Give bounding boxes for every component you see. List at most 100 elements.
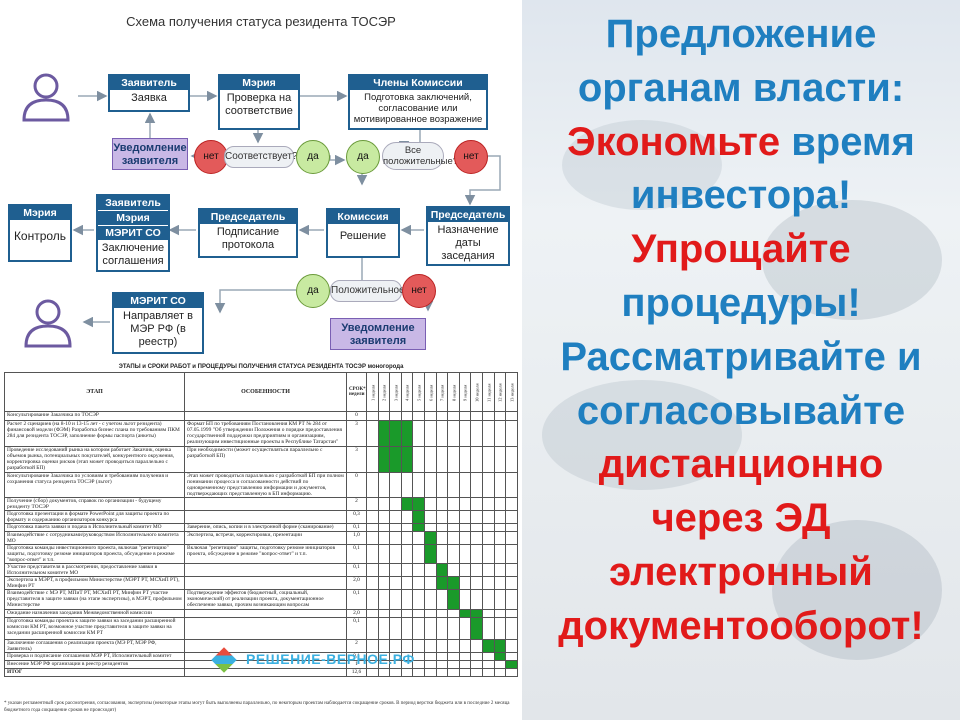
gantt-cell — [424, 523, 437, 532]
gantt-cell — [458, 497, 472, 511]
cell-term: 2,0 — [346, 609, 367, 618]
gantt-cell — [435, 420, 449, 447]
col-week: 13 неделя — [505, 372, 518, 412]
gantt-cell — [366, 668, 379, 677]
question-compliant: Соответствует? — [224, 146, 298, 168]
cell-stage: Подготовка пакета заявки и подача в Испо… — [4, 523, 185, 532]
gantt-cell — [493, 531, 507, 545]
cell-stage: Подготовка команды проекта к защите заяв… — [4, 617, 185, 640]
col-week: 1 неделя — [366, 372, 379, 412]
gantt-cell — [377, 446, 391, 473]
question-positive: Положительное? — [330, 280, 410, 302]
bg-photo-shape — [542, 380, 742, 490]
cell-features: Заверение, опись, копии и в электронной … — [184, 523, 347, 532]
table-row: Подготовка команды проекта к защите заяв… — [4, 617, 518, 640]
diagram-title: Схема получения статуса резидента ТОСЭР — [126, 14, 396, 29]
gantt-cell — [435, 544, 449, 564]
gantt-cell — [482, 531, 495, 545]
cell-stage: Взаимодействие с МЭ РТ, МПиТ РТ, МСХиП Р… — [4, 589, 185, 610]
cell-term: 0,1 — [346, 563, 367, 577]
table-row: Участие представителя в рассмотрении, пр… — [4, 563, 518, 577]
gantt-cell — [447, 576, 460, 590]
gantt-cell — [377, 411, 391, 421]
table-row: Подготовка команды инвестиционного проек… — [4, 544, 518, 564]
slogan-word: органам власти: — [577, 65, 905, 110]
gantt-cell — [447, 589, 460, 610]
gantt-cell — [400, 446, 414, 473]
gantt-cell — [482, 563, 495, 577]
gantt-cell — [400, 617, 414, 640]
slogan-line: согласовывайте — [522, 385, 960, 439]
table-row: Подготовка презентации в формате PowerPo… — [4, 510, 518, 524]
gantt-cell — [482, 609, 495, 618]
table-row: Экспертиза в МЭРТ, в профильном Министер… — [4, 576, 518, 590]
gantt-cell — [458, 472, 472, 498]
gantt-cell — [493, 523, 507, 532]
slogan-line: дистанционно — [522, 438, 960, 492]
gantt-cell — [458, 563, 472, 577]
gantt-cell — [470, 497, 484, 511]
gantt-cell — [482, 472, 495, 498]
gantt-cell — [470, 589, 484, 610]
gantt-cell — [377, 523, 391, 532]
gantt-cell — [470, 563, 484, 577]
gantt-cell — [482, 668, 495, 677]
gantt-cell — [470, 652, 484, 661]
gantt-cell — [424, 531, 437, 545]
box-mayor-check: Мэрия Проверка на соответствие — [218, 74, 300, 130]
gantt-cell — [482, 617, 495, 640]
gantt-cell — [377, 544, 391, 564]
gantt-cell — [458, 531, 472, 545]
gantt-cell — [412, 446, 426, 473]
cell-stage: Участие представителя в рассмотрении, пр… — [4, 563, 185, 577]
gantt-cell — [400, 589, 414, 610]
slogan-line: Рассматривайте и — [522, 331, 960, 385]
box-chairman-date: Председатель Назначение даты заседания — [426, 206, 510, 266]
left-panel: Схема получения статуса резидента ТОСЭР — [4, 14, 518, 713]
cell-term: 0,1 — [346, 523, 367, 532]
bg-photo-shape — [762, 200, 942, 320]
gantt-cell — [400, 510, 414, 524]
gantt-cell — [505, 544, 518, 564]
box-agreement: Заявитель Мэрия МЭРИТ СО Заключение согл… — [96, 194, 170, 272]
gantt-cell — [435, 523, 449, 532]
gantt-cell — [470, 411, 484, 421]
gantt-cell — [377, 472, 391, 498]
no-circle-3: нет — [402, 274, 436, 308]
gantt-cell — [389, 668, 402, 677]
cell-term: 0 — [346, 411, 367, 421]
logo-mark-icon — [211, 647, 237, 673]
slogan-line: органам власти: — [522, 62, 960, 116]
gantt-cell — [493, 660, 507, 669]
cell-features: Формат БП по требованиям Постановления К… — [184, 420, 347, 447]
cell-stage: Заключение соглашения о реализации проек… — [4, 639, 185, 653]
gantt-cell — [493, 497, 507, 511]
bg-photo-shape — [772, 520, 942, 660]
gantt-cell — [435, 472, 449, 498]
gantt-cell — [435, 668, 449, 677]
gantt-cell — [366, 609, 379, 618]
gantt-cell — [470, 472, 484, 498]
gantt-cell — [377, 531, 391, 545]
gantt-cell — [447, 510, 460, 524]
gantt-cell — [377, 563, 391, 577]
gantt-cell — [424, 446, 437, 473]
gantt-cell — [435, 411, 449, 421]
notify-applicant-bottom: Уведомление заявителя — [330, 318, 426, 350]
gantt-cell — [493, 446, 507, 473]
slogan-line: Экономьте время — [522, 116, 960, 170]
gantt-cell — [447, 497, 460, 511]
yes-circle-3: да — [296, 274, 330, 308]
gantt-cell — [389, 544, 402, 564]
cell-features — [184, 617, 347, 640]
gantt-cell — [412, 576, 426, 590]
gantt-cell — [435, 589, 449, 610]
gantt-cell — [482, 497, 495, 511]
gantt-cell — [493, 617, 507, 640]
gantt-cell — [366, 497, 379, 511]
gantt-cell — [435, 531, 449, 545]
slogan-line: через ЭД — [522, 492, 960, 546]
cell-stage: Взаимодействие с сотрудниками/руководств… — [4, 531, 185, 545]
